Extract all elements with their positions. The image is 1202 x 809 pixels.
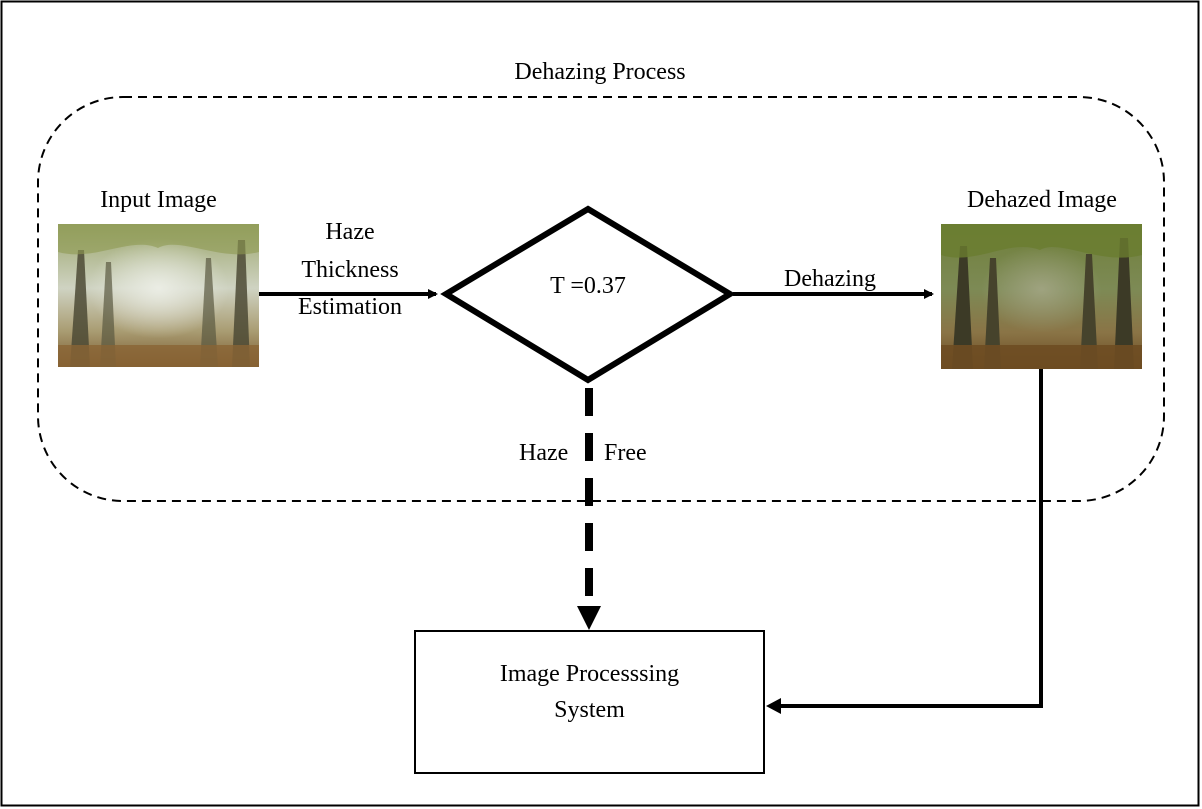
dehazing-label: Dehazing bbox=[784, 266, 876, 292]
group-title: Dehazing Process bbox=[514, 59, 686, 85]
estimation-label-line1: Haze bbox=[325, 219, 375, 245]
output-to-system-line bbox=[778, 369, 1043, 708]
system-label-line1: Image Processsing bbox=[499, 661, 680, 687]
dehazed-image-label: Dehazed Image bbox=[967, 187, 1117, 213]
haze-free-label-left: Haze bbox=[519, 440, 569, 466]
image-processing-system-box bbox=[414, 630, 765, 774]
input-image-label: Input Image bbox=[100, 187, 217, 213]
output-to-system-arrowhead bbox=[766, 698, 781, 714]
threshold-value: T =0.37 bbox=[550, 273, 626, 299]
estimation-label-line3: Estimation bbox=[298, 294, 402, 320]
threshold-decision bbox=[440, 205, 736, 384]
system-label-line2: System bbox=[554, 697, 625, 723]
dehazed-image bbox=[941, 224, 1142, 369]
input-image bbox=[58, 224, 259, 367]
haze-free-label-right: Free bbox=[604, 440, 647, 466]
estimation-label-line2: Thickness bbox=[301, 257, 399, 283]
haze-free-arrowhead bbox=[577, 606, 601, 630]
dehazing-process-group bbox=[37, 96, 1165, 502]
